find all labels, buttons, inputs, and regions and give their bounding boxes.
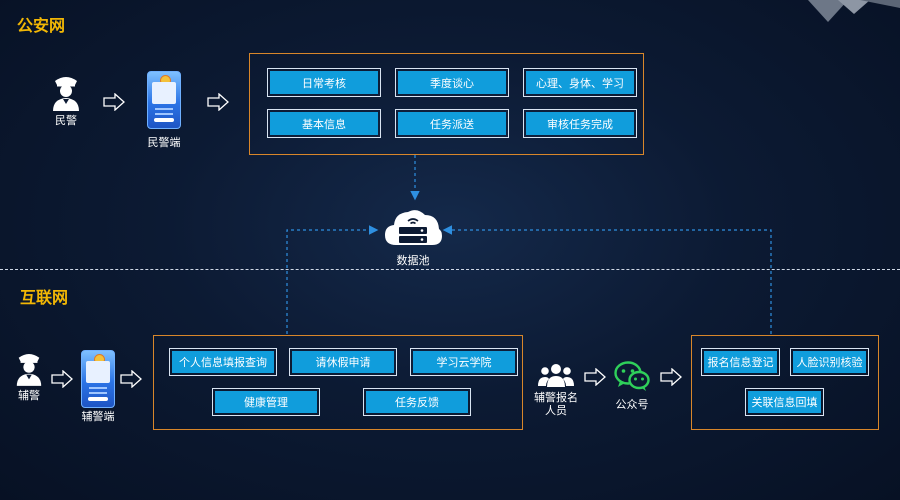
police-app-phone-icon (147, 71, 181, 129)
applicants-group-icon (538, 364, 574, 387)
connector-aux-to-pool (286, 225, 379, 334)
flow-arrow-icon (120, 370, 142, 388)
module-label: 任务派送 (398, 112, 506, 135)
module-info-backfill[interactable]: 关联信息回填 (745, 388, 824, 416)
wechat-icon (614, 361, 650, 391)
wechat-label: 公众号 (615, 398, 649, 411)
module-label: 报名信息登记 (704, 351, 777, 373)
module-personal-info[interactable]: 个人信息填报查询 (169, 348, 277, 376)
module-basic-info[interactable]: 基本信息 (267, 109, 381, 138)
data-pool-cloud-icon (385, 210, 442, 245)
module-quarterly-talk[interactable]: 季度谈心 (395, 68, 509, 97)
applicants-label: 辅警报名 人员 (534, 391, 578, 417)
flow-arrow-icon (660, 368, 682, 386)
module-task-feedback[interactable]: 任务反馈 (363, 388, 471, 416)
flow-arrow-icon (584, 368, 606, 386)
auxiliary-app-phone-icon (81, 350, 115, 408)
section-title-police-net: 公安网 (17, 16, 66, 35)
applicant-modules-container (691, 335, 879, 430)
network-divider (0, 269, 900, 270)
module-leave-request[interactable]: 请休假申请 (289, 348, 397, 376)
module-label: 关联信息回填 (748, 391, 821, 413)
module-label: 日常考核 (270, 71, 378, 94)
module-label: 心理、身体、学习 (526, 71, 634, 94)
module-label: 人脸识别核验 (793, 351, 866, 373)
police-modules-container (249, 53, 644, 155)
auxiliary-officer-icon (16, 354, 42, 386)
module-task-dispatch[interactable]: 任务派送 (395, 109, 509, 138)
connector-applicant-to-pool (442, 225, 772, 334)
module-label: 任务反馈 (366, 391, 468, 413)
module-face-verification[interactable]: 人脸识别核验 (790, 348, 869, 376)
module-label: 学习云学院 (413, 351, 515, 373)
module-label: 请休假申请 (292, 351, 394, 373)
flow-arrow-icon (207, 93, 229, 111)
module-label: 个人信息填报查询 (172, 351, 274, 373)
module-label: 健康管理 (215, 391, 317, 413)
auxiliary-officer-label: 辅警 (18, 389, 40, 402)
section-title-internet: 互联网 (20, 288, 69, 307)
flow-arrow-icon (51, 370, 73, 388)
module-review-task[interactable]: 审核任务完成 (523, 109, 637, 138)
data-pool-label: 数据池 (396, 254, 430, 267)
module-daily-assessment[interactable]: 日常考核 (267, 68, 381, 97)
corner-decoration (808, 0, 900, 22)
module-label: 基本信息 (270, 112, 378, 135)
police-app-label: 民警端 (147, 136, 181, 149)
module-health-management[interactable]: 健康管理 (212, 388, 320, 416)
module-study-cloud[interactable]: 学习云学院 (410, 348, 518, 376)
module-registration[interactable]: 报名信息登记 (701, 348, 780, 376)
auxiliary-app-label: 辅警端 (81, 410, 115, 423)
module-label: 季度谈心 (398, 71, 506, 94)
flow-arrow-icon (103, 93, 125, 111)
module-label: 审核任务完成 (526, 112, 634, 135)
police-officer-label: 民警 (55, 114, 77, 127)
police-officer-icon (53, 77, 79, 111)
module-mind-body-study[interactable]: 心理、身体、学习 (523, 68, 637, 97)
auxiliary-modules-container (153, 335, 523, 430)
